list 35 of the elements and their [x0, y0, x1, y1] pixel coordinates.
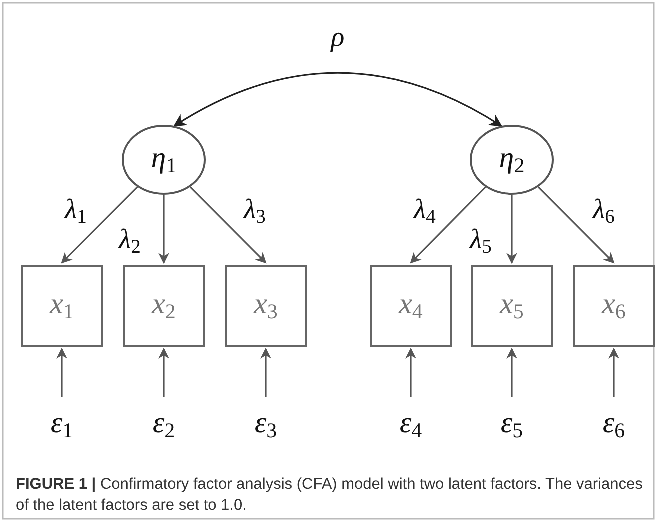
- curved-double-arrow: [173, 72, 503, 127]
- error-term-label: ε$_{4}$: [400, 408, 422, 442]
- arrow: [158, 195, 170, 264]
- arrow: [608, 348, 620, 397]
- edge-label: λ$_{3}$: [244, 196, 266, 228]
- error-term-label: ε$_{1}$: [50, 408, 74, 442]
- edge-label: λ$_{2}$: [119, 226, 141, 258]
- variable-label: x$_{4}$: [399, 289, 423, 323]
- error-term-label: ε$_{5}$: [500, 408, 524, 442]
- arrow: [56, 348, 68, 397]
- edge-label: λ$_{5}$: [470, 226, 492, 258]
- edge-label: ρ: [331, 24, 345, 52]
- factor-label: η$_{2}$: [499, 143, 525, 177]
- arrow: [406, 348, 416, 397]
- variable-label: x$_{1}$: [50, 289, 74, 323]
- edge-label: λ$_{4}$: [414, 196, 436, 228]
- arrow: [538, 186, 615, 264]
- variable-label: x$_{3}$: [254, 289, 278, 323]
- arrow: [158, 348, 170, 397]
- arrow: [506, 348, 518, 397]
- arrow: [260, 348, 272, 397]
- error-term-label: ε$_{3}$: [254, 408, 278, 442]
- variable-label: x$_{2}$: [152, 289, 176, 323]
- error-term-label: ε$_{6}$: [602, 408, 626, 442]
- variable-label: x$_{5}$: [500, 289, 524, 323]
- figure-caption: FIGURE 1 | Confirmatory factor analysis (CFA) model with two latent factors. The variances of the latent factors are set to 1.0.: [16, 475, 644, 516]
- variable-label: x$_{6}$: [602, 289, 626, 323]
- factor-label: η$_{1}$: [151, 143, 177, 177]
- edge-label: λ$_{1}$: [65, 196, 87, 228]
- arrow: [410, 186, 486, 264]
- arrow: [506, 195, 518, 264]
- arrow: [61, 186, 138, 264]
- arrow: [190, 186, 267, 264]
- edge-label: λ$_{6}$: [593, 196, 615, 228]
- error-term-label: ε$_{2}$: [152, 408, 176, 442]
